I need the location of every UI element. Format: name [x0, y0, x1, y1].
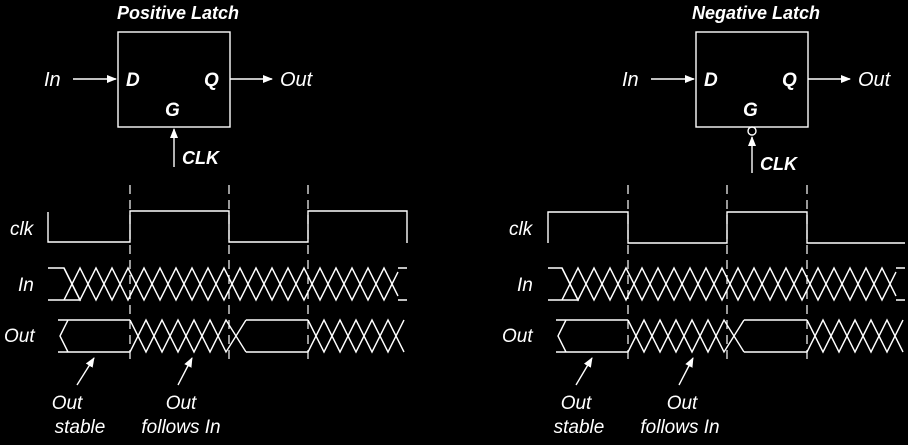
- annotation-arrow-stable: [76, 357, 95, 386]
- input-label: In: [622, 69, 639, 91]
- in-waveform-tail: [896, 267, 905, 301]
- out-waveform-stable: [58, 319, 130, 353]
- input-label: In: [44, 69, 61, 91]
- panel-title: Positive Latch: [117, 3, 239, 23]
- pin-q-label: Q: [782, 70, 797, 91]
- annotation-follows-line2: follows In: [141, 417, 220, 438]
- in-waveform: [48, 267, 82, 301]
- pin-q-label: Q: [204, 70, 219, 91]
- inversion-bubble: [747, 126, 757, 136]
- in-waveform-tail: [398, 267, 407, 301]
- out-waveform-stable2: [246, 319, 308, 353]
- in-waveform-x2: [63, 266, 399, 302]
- negative-latch-panel: Negative Latch D Q G In Out CLK clk In O…: [502, 3, 905, 438]
- annotation-follows-line1: Out: [667, 393, 698, 414]
- panel-title: Negative Latch: [692, 3, 820, 23]
- annotation-stable-line2: stable: [554, 417, 605, 438]
- out-waveform-follow: [627, 318, 745, 354]
- out-waveform-stable2: [744, 319, 807, 353]
- out-waveform-follow2: [806, 318, 904, 354]
- annotation-stable-line2: stable: [55, 417, 106, 438]
- out-waveform-follow2: [307, 318, 405, 354]
- annotation-arrow-follows: [177, 357, 193, 386]
- annotation-follows-line2: follows In: [640, 417, 719, 438]
- annotation-stable-line1: Out: [561, 393, 592, 414]
- signal-label-clk: clk: [10, 219, 35, 240]
- clock-label: CLK: [182, 148, 221, 168]
- signal-label-in: In: [517, 275, 533, 296]
- out-waveform-follow: [129, 318, 247, 354]
- pin-g-label: G: [743, 100, 758, 121]
- annotation-stable-line1: Out: [52, 393, 83, 414]
- out-waveform-stable: [556, 319, 628, 353]
- annotation-follows-line1: Out: [166, 393, 197, 414]
- pin-d-label: D: [126, 70, 140, 91]
- pin-g-label: G: [165, 100, 180, 121]
- signal-label-clk: clk: [509, 219, 534, 240]
- signal-label-out: Out: [502, 326, 533, 347]
- clock-label: CLK: [760, 154, 799, 174]
- signal-label-out: Out: [4, 326, 35, 347]
- annotation-arrow-stable: [575, 357, 593, 386]
- output-label: Out: [858, 69, 892, 91]
- positive-latch-panel: Positive Latch D Q G In Out CLK clk In O…: [4, 3, 408, 438]
- output-label: Out: [280, 69, 314, 91]
- in-waveform-x2: [561, 266, 897, 302]
- clk-waveform: [47, 210, 408, 243]
- in-waveform: [548, 267, 580, 301]
- annotation-arrow-follows: [678, 357, 694, 386]
- signal-label-in: In: [18, 275, 34, 296]
- pin-d-label: D: [704, 70, 718, 91]
